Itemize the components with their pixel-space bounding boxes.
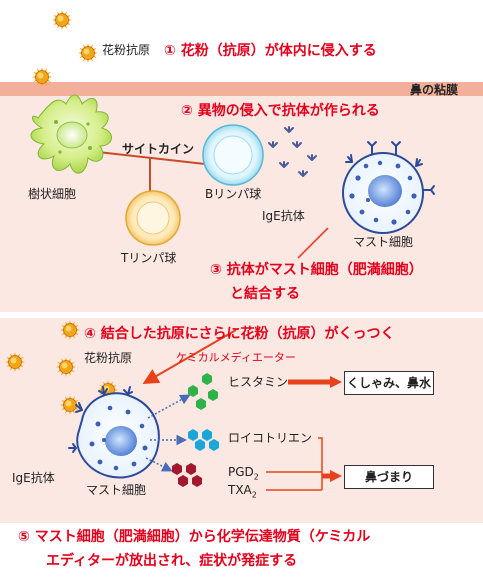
b-cell-label: Bリンパ球 bbox=[205, 187, 262, 201]
dendritic-cell bbox=[30, 94, 112, 174]
cytokine-label: サイトカイン bbox=[122, 142, 195, 156]
mast-cell bbox=[342, 141, 435, 234]
leukotriene-molecules bbox=[188, 429, 219, 451]
link-line-step3 bbox=[297, 227, 329, 259]
histamine-label: ヒスタミン bbox=[228, 375, 289, 389]
pollen-antigen-label-lower: 花粉抗原 bbox=[84, 351, 133, 365]
pollen-icon-5 bbox=[56, 357, 76, 377]
pollen-icon-6 bbox=[5, 352, 25, 372]
step5-text-line2: エディターが放出され、症状が発症する bbox=[46, 553, 298, 569]
dendritic-cell-label: 樹状細胞 bbox=[28, 187, 77, 201]
mast-cell-label-lower: マスト細胞 bbox=[86, 483, 147, 497]
chemical-mediator-label: ケミカルメディエーター bbox=[176, 351, 296, 364]
ige-label: IgE抗体 bbox=[262, 209, 305, 223]
mast-cell-activated bbox=[68, 386, 160, 479]
step-arrow bbox=[142, 329, 237, 385]
pgd2-txa2-molecules bbox=[172, 463, 202, 487]
step5-text-line1: ⑤ マスト細胞（肥満細胞）から化学伝達物質（ケミカル bbox=[18, 529, 371, 545]
ige-label-lower: IgE抗体 bbox=[12, 471, 55, 485]
pollen-icon-2 bbox=[78, 43, 98, 63]
pollen-icon-3 bbox=[32, 67, 52, 87]
step3-text-line1: ③ 抗体がマスト細胞（肥満細胞） bbox=[210, 262, 423, 278]
leukotriene-label: ロイコトリエン bbox=[228, 431, 313, 445]
release-arrows bbox=[145, 394, 191, 472]
symptom-sneeze-box: くしゃみ、鼻水 bbox=[344, 371, 434, 395]
step1-text: ① 花粉（抗原）が体内に侵入する bbox=[164, 43, 377, 59]
step4-text: ④ 結合した抗原にさらに花粉（抗原）がくっつく bbox=[84, 326, 395, 342]
histamine-arrow-head bbox=[330, 376, 342, 388]
ige-antibodies bbox=[268, 126, 317, 177]
pollen-antigen-label: 花粉抗原 bbox=[102, 43, 151, 57]
txa2-label: TXA2 bbox=[228, 483, 257, 500]
pollen-icon-4 bbox=[60, 320, 80, 340]
b-lymphocyte bbox=[202, 124, 264, 186]
mast-cell-label: マスト細胞 bbox=[353, 235, 414, 249]
cytokine-lines bbox=[97, 151, 206, 192]
nasal-mucosa-label: 鼻の粘膜 bbox=[410, 83, 459, 97]
t-lymphocyte bbox=[125, 190, 181, 246]
step3-text-line2: と結合する bbox=[230, 286, 300, 302]
pollen-icon-1 bbox=[52, 10, 72, 30]
t-cell-label: Tリンパ球 bbox=[121, 251, 177, 265]
nasal-mucosa-band bbox=[0, 82, 483, 96]
symptom-congestion-box: 鼻づまり bbox=[344, 465, 434, 489]
congestion-arrow-head bbox=[330, 470, 342, 482]
pgd2-label: PGD2 bbox=[228, 465, 259, 482]
congestion-connector bbox=[266, 437, 323, 491]
histamine-molecules bbox=[188, 373, 218, 410]
step2-text: ② 異物の侵入で抗体が作られる bbox=[181, 103, 380, 119]
